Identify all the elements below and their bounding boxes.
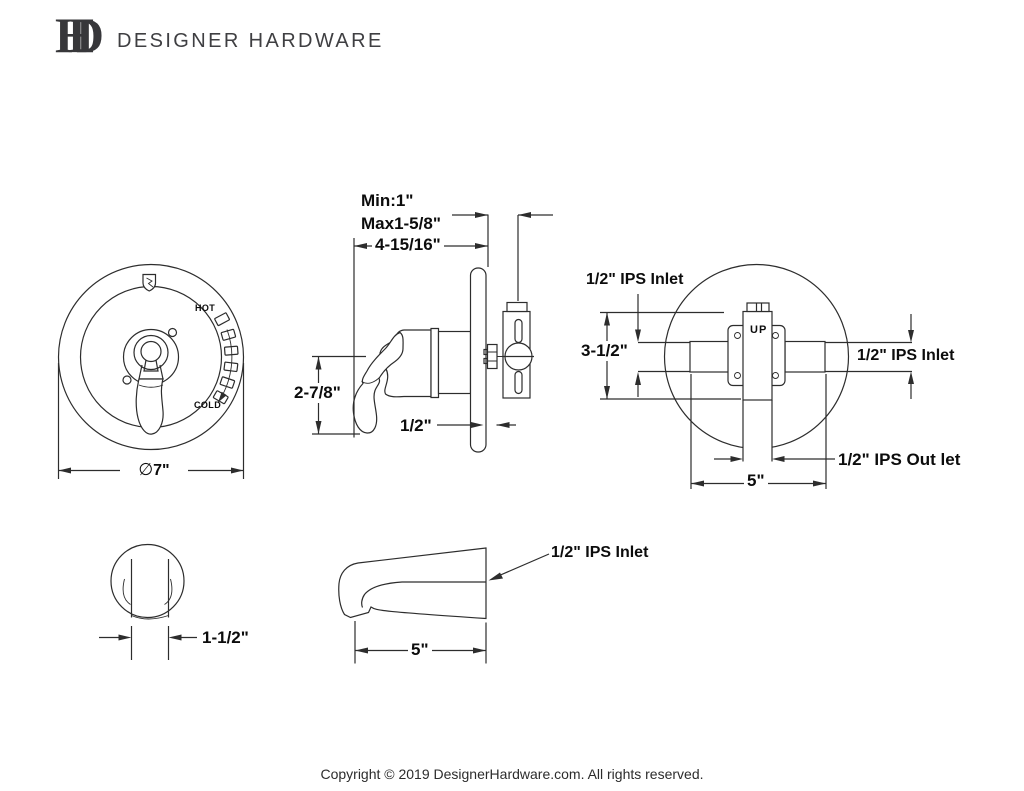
min-depth-label: Min:1" [361,191,414,210]
spout-width-dimension: 1-1/2" [202,628,249,647]
diameter-symbol: ∅ [138,460,154,479]
copyright-text: Copyright © 2019 DesignerHardware.com. A… [320,766,704,782]
escutcheon-screw-hole [167,327,178,338]
inlet-right-label: 1/2" IPS Inlet [857,347,955,364]
max-depth-label: Max1-5/8" [361,214,441,233]
valve-side-view [312,212,553,453]
temperature-tick-marks [212,312,239,405]
monogram-d: D [67,7,105,63]
brand-name: DESIGNER HARDWARE [117,30,384,52]
dim-handle-drop [312,355,366,435]
inlet-coupling-left [689,340,731,373]
wall-plate [469,267,487,453]
handle-drop-dimension: 2-7/8" [291,383,344,403]
valve-width-dimension: 5" [744,471,768,491]
tub-spout-side-view [338,547,550,664]
escutcheon-screw-hole [122,375,132,385]
diameter-value: 7" [153,462,170,479]
inlet-coupling-right [784,340,826,373]
shield-icon [142,273,157,292]
lever-handle-side [352,331,404,434]
rough-in-valve-view [600,263,914,489]
monogram-h: H [55,7,94,63]
inlet-right-arrows [908,314,914,399]
spout-inlet-leader [488,553,550,581]
spout-length-dimension: 5" [408,640,432,660]
outlet-label: 1/2" IPS Out let [838,450,961,469]
depth-dimension: 4-15/16" [372,235,444,255]
trim-plate-front-view [57,263,245,479]
dim-spout-width [99,626,197,660]
hot-label: HOT [195,303,216,313]
diameter-dimension: ∅7" [120,460,188,481]
inlet-top-label: 1/2" IPS Inlet [586,271,684,288]
lever-handle-front [135,378,164,435]
dim-plate-gap [437,422,516,428]
cold-label: COLD [194,400,222,410]
brand-monogram-logo: HD [55,10,104,60]
plate-gap-dimension: 1/2" [397,416,435,436]
dim-outlet [714,456,835,462]
spout-front-view [99,543,197,660]
spout-inlet-label: 1/2" IPS Inlet [551,544,649,561]
inlet-left-arrows [635,294,641,397]
dim-min-max [452,212,553,301]
up-label: UP [750,324,768,336]
dim-spout-length [354,621,487,664]
valve-height-dimension: 3-1/2" [578,341,631,361]
